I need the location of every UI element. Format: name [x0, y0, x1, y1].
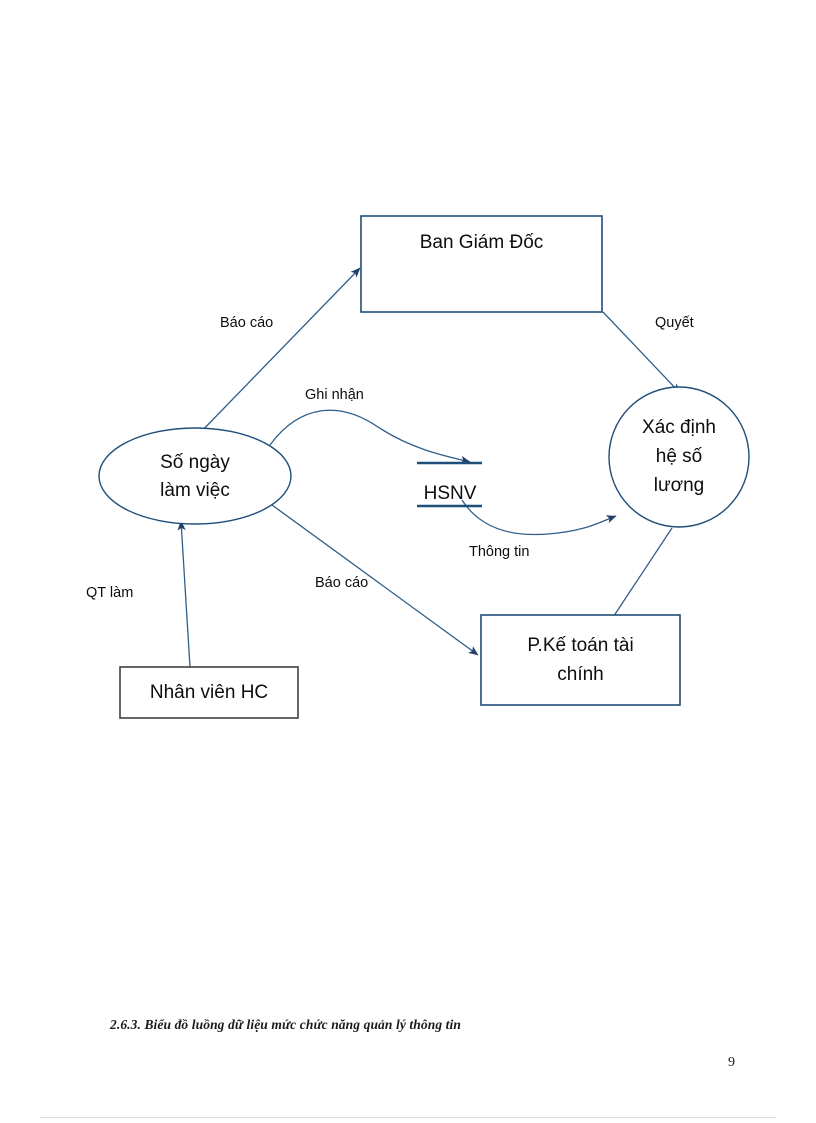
node-so-ngay-lam-viec[interactable]: Số ngày làm việc — [98, 427, 292, 525]
flow-label-thong-tin: Thông tin — [469, 544, 529, 560]
node-p-ke-toan-tai-chinh[interactable]: P.Kế toán tài chính — [480, 614, 681, 706]
flow-ghi-nhan — [269, 409, 471, 464]
node-label-so-ngay-lam-viec-line2: làm việc — [160, 480, 230, 501]
flow-label-bao-cao-ktt: Báo cáo — [315, 575, 368, 591]
flow-thong-tin — [461, 499, 617, 536]
node-label-ke-toan-line2: chính — [557, 664, 603, 685]
footer-divider — [40, 1117, 776, 1118]
node-label-hsnv: HSNV — [424, 483, 477, 504]
node-xac-dinh-he-so-luong[interactable]: Xác định hệ số lương — [608, 386, 750, 528]
node-label-xac-dinh-line2: hệ số — [656, 446, 703, 467]
node-label-xac-dinh-line3: lương — [654, 475, 705, 496]
flow-qt-lam — [177, 520, 191, 668]
node-nhan-vien-hc[interactable]: Nhân viên HC — [119, 666, 299, 719]
flow-bao-cao-ktt — [271, 504, 479, 656]
page-number: 9 — [728, 1055, 735, 1070]
flow-quyet — [602, 311, 681, 394]
flow-bao-cao-bgd — [195, 267, 361, 438]
flow-label-ghi-nhan: Ghi nhận — [305, 387, 364, 403]
node-ban-giam-doc[interactable]: Ban Giám Đốc — [360, 215, 603, 313]
node-label-ban-giam-doc: Ban Giám Đốc — [420, 232, 544, 253]
flow-label-quyet: Quyết — [655, 315, 694, 331]
figure-caption: 2.6.3. Biểu đồ luồng dữ liệu mức chức nă… — [110, 1017, 461, 1032]
node-label-so-ngay-lam-viec-line1: Số ngày — [160, 452, 230, 473]
node-label-nhan-vien-hc: Nhân viên HC — [150, 682, 268, 703]
flow-label-qt-lam: QT làm — [86, 585, 133, 601]
node-label-ke-toan-line1: P.Kế toán tài — [527, 635, 633, 656]
node-label-xac-dinh-line1: Xác định — [642, 417, 716, 438]
node-hsnv-data-store[interactable]: HSNV — [417, 461, 482, 508]
flow-label-bao-cao-bgd: Báo cáo — [220, 315, 273, 331]
